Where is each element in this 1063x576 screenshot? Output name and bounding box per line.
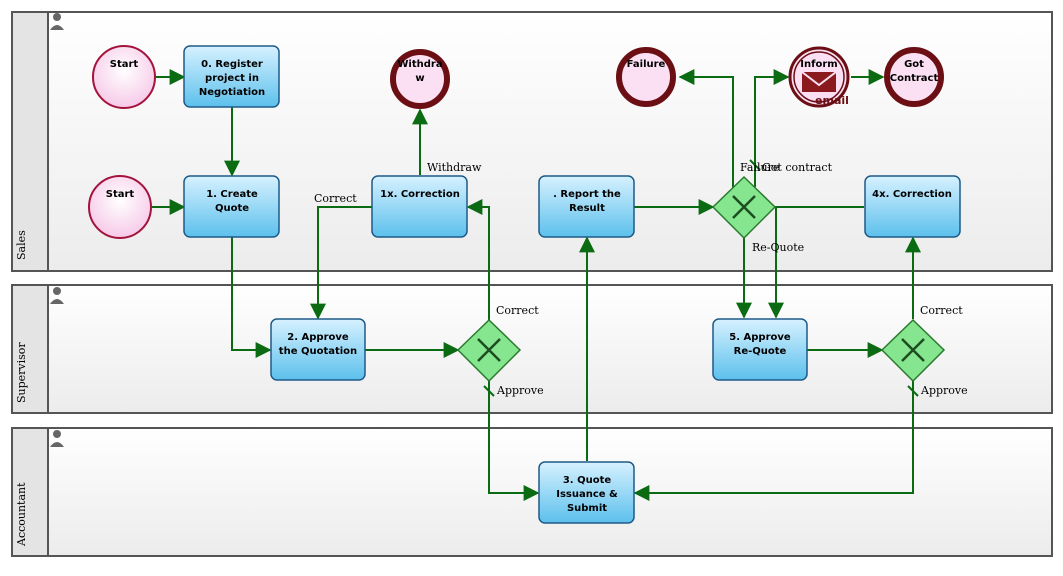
flow-gateway1-correction1[interactable] [466, 199, 490, 320]
flow-gateway2-failure[interactable] [678, 69, 734, 188]
gateway-x-icon [901, 338, 925, 362]
start-event-1-label: Start [110, 59, 139, 70]
task-register-project[interactable]: 0. Register project in Negotiation [183, 45, 280, 108]
lane-label-supervisor: Supervisor [15, 342, 28, 403]
flow-gateway1-issuance[interactable] [488, 381, 540, 501]
task-register-project-line1: 0. Register [201, 59, 263, 70]
flow-create-approve[interactable] [231, 237, 272, 358]
flow-label-got-contract: Got contract [762, 161, 833, 174]
default-flow-marker [483, 385, 495, 397]
end-event-failure[interactable]: Failure [616, 47, 676, 107]
flow-label-failure: Failure [740, 161, 779, 174]
task-approve-quotation[interactable]: 2. Approve the Quotation [270, 318, 366, 381]
task-report-result[interactable]: . Report the Result [538, 175, 635, 238]
task-approve-requote-line1: 5. Approve [729, 332, 791, 343]
flow-label-correct-left: Correct [496, 304, 539, 317]
task-quote-issuance[interactable]: 3. Quote Issuance & Submit [538, 461, 635, 524]
task-report-result-line1: . Report the [553, 189, 621, 200]
default-flow-marker [907, 385, 919, 397]
user-icon [50, 430, 64, 447]
task-create-quote-line2: Quote [215, 203, 249, 214]
flow-label-withdraw: Withdraw [427, 161, 482, 174]
start-event-2[interactable]: Start [88, 175, 152, 239]
message-event-inform-label: Inform [800, 59, 837, 70]
flow-label-re-quote: Re-Quote [752, 241, 804, 254]
end-event-withdraw-label-line1: Withdra [397, 59, 442, 70]
task-correction-4x-label: 4x. Correction [872, 189, 952, 200]
end-event-withdraw-label-line2: w [415, 73, 424, 84]
task-register-project-line3: Negotiation [199, 87, 265, 98]
gateway-approve-requote[interactable] [880, 318, 946, 383]
end-event-withdraw[interactable]: Withdra w [390, 49, 450, 109]
end-event-got-contract[interactable]: Got Contract [884, 47, 944, 107]
task-correction-1x[interactable]: 1x. Correction [371, 175, 468, 238]
default-flow-marker [749, 159, 761, 171]
task-correction-4x[interactable]: 4x. Correction [864, 175, 961, 238]
flow-correction1-approve[interactable] [310, 206, 372, 320]
message-event-inform[interactable]: Inform email [788, 46, 850, 108]
task-approve-quotation-line2: the Quotation [279, 346, 357, 357]
sequence-flows [152, 69, 921, 501]
flow-label-correct-right: Correct [920, 304, 963, 317]
flow-gateway3-issuance[interactable] [633, 381, 914, 501]
flow-label-approve-left: Approve [496, 384, 544, 397]
gateway-approve-quotation[interactable] [456, 318, 522, 383]
end-event-failure-label: Failure [627, 59, 666, 70]
task-create-quote[interactable]: 1. Create Quote [183, 175, 280, 238]
task-quote-issuance-line2: Issuance & [556, 489, 618, 500]
message-event-inform-sublabel: email [815, 94, 849, 107]
lane-label-sales: Sales [15, 230, 28, 260]
task-correction-1x-label: 1x. Correction [380, 189, 460, 200]
end-event-got-contract-label-line1: Got [904, 59, 924, 70]
task-create-quote-line1: 1. Create [206, 189, 258, 200]
end-event-got-contract-label-line2: Contract [890, 73, 939, 84]
gateway-x-icon [477, 338, 501, 362]
task-quote-issuance-line1: 3. Quote [563, 475, 612, 486]
flow-label-approve-right: Approve [920, 384, 968, 397]
task-report-result-line2: Result [569, 203, 605, 214]
gateway-x-icon [732, 195, 756, 219]
flow-gateway2-inform[interactable] [754, 69, 790, 187]
gateway-result[interactable] [711, 175, 777, 240]
flow-label-correct-top: Correct [314, 192, 357, 205]
email-envelope-icon [801, 71, 837, 92]
start-event-1[interactable]: Start [92, 45, 156, 109]
task-approve-quotation-line1: 2. Approve [287, 332, 349, 343]
task-approve-requote-line2: Re-Quote [734, 346, 787, 357]
task-quote-issuance-line3: Submit [567, 503, 607, 514]
lane-label-accountant: Accountant [15, 482, 28, 547]
task-approve-requote[interactable]: 5. Approve Re-Quote [712, 318, 808, 381]
task-register-project-line2: project in [205, 73, 259, 84]
user-icon [50, 287, 64, 304]
user-icon [50, 13, 64, 30]
start-event-2-label: Start [106, 189, 135, 200]
